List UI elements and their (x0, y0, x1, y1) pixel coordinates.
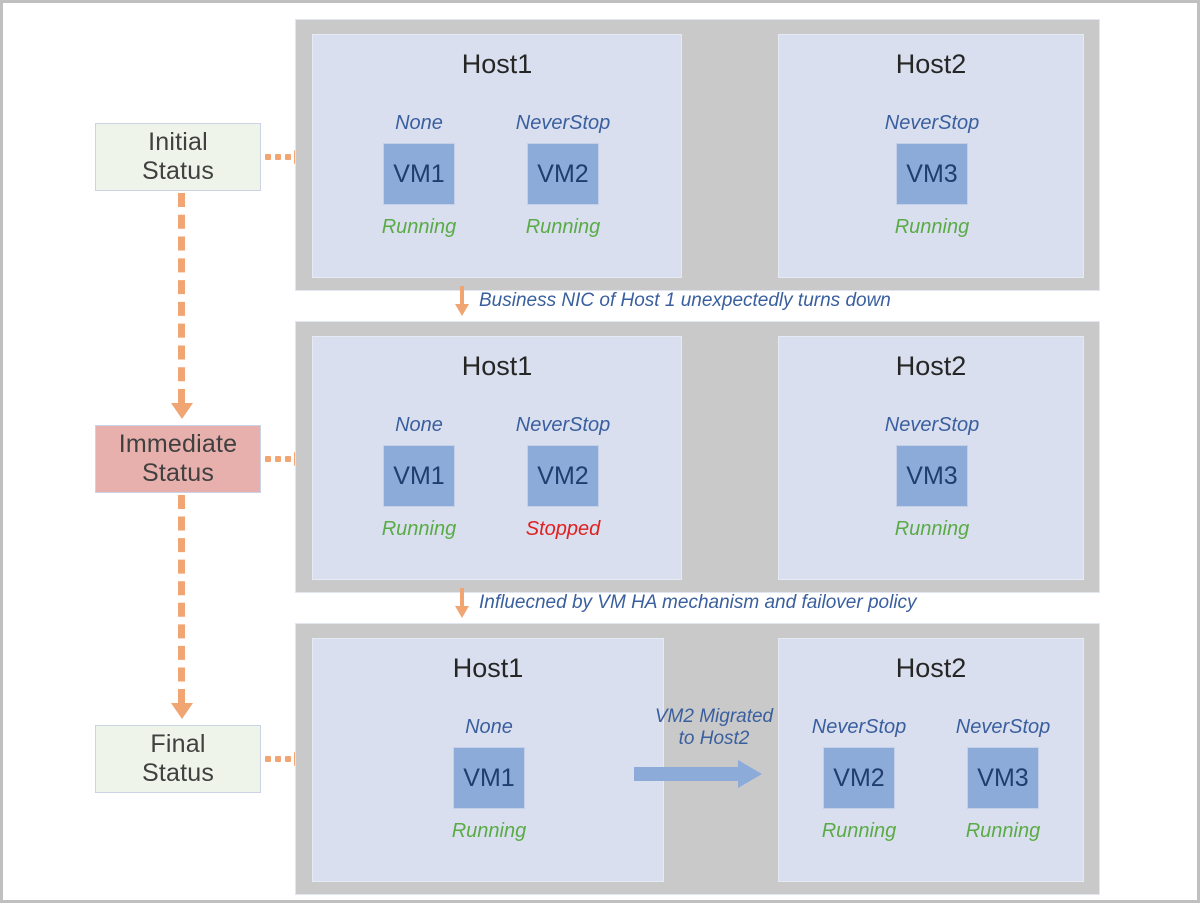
transition-caption: Business NIC of Host 1 unexpectedly turn… (479, 290, 891, 311)
vm-box-vm3[interactable]: VM3 (967, 747, 1039, 809)
vm-state: Stopped (525, 518, 601, 540)
status-immediate-line2: Status (141, 459, 215, 487)
host-panel-host2-initial[interactable]: Host2 NeverStop VM3 Running (778, 34, 1084, 278)
vm-box-vm1[interactable]: VM1 (453, 747, 525, 809)
vm-policy: None (465, 716, 513, 738)
status-label-final[interactable]: Final Status (95, 725, 261, 793)
flow-connector-immediate-to-final (178, 495, 185, 703)
flow-arrowhead-immediate (171, 403, 193, 419)
host-title: Host2 (895, 49, 967, 79)
stage-immediate: Host1 None VM1 Running NeverStop VM2 Sto… (295, 321, 1100, 593)
vm-state: Running (381, 216, 457, 238)
vm-group-vm2[interactable]: NeverStop VM2 Running (789, 717, 929, 841)
vm-state: Running (381, 518, 457, 540)
vm-state: Running (451, 820, 527, 842)
vm-group-vm1[interactable]: None VM1 Running (429, 717, 549, 841)
down-arrow-icon (455, 588, 469, 618)
host-panel-host2-final[interactable]: Host2 NeverStop VM2 Running NeverStop VM… (778, 638, 1084, 882)
vm-box-vm2[interactable]: VM2 (527, 445, 599, 507)
host-title: Host2 (895, 653, 967, 683)
vm-policy: NeverStop (515, 112, 611, 134)
vm-policy: None (395, 112, 443, 134)
vm-box-vm2[interactable]: VM2 (823, 747, 895, 809)
vm-group-vm3[interactable]: NeverStop VM3 Running (933, 717, 1073, 841)
vm-policy: NeverStop (884, 414, 980, 436)
status-final-line2: Status (141, 759, 215, 787)
vm-group-vm1[interactable]: None VM1 Running (359, 113, 479, 237)
host-panel-host1-final[interactable]: Host1 None VM1 Running (312, 638, 664, 882)
migration-label-line1: VM2 Migrated (654, 706, 774, 727)
status-label-initial[interactable]: Initial Status (95, 123, 261, 191)
vm-group-vm1[interactable]: None VM1 Running (359, 415, 479, 539)
vm-state: Running (894, 216, 970, 238)
host-title: Host2 (895, 351, 967, 381)
stage-initial: Host1 None VM1 Running NeverStop VM2 Run… (295, 19, 1100, 291)
vm-group-vm2[interactable]: NeverStop VM2 Stopped (493, 415, 633, 539)
status-final-line1: Final (150, 730, 206, 759)
migration-arrow-icon (634, 759, 794, 788)
vm-policy: None (395, 414, 443, 436)
transition-caption: Influecned by VM HA mechanism and failov… (479, 592, 917, 613)
migration-label-line2: to Host2 (678, 727, 750, 749)
vm-policy: NeverStop (515, 414, 611, 436)
status-initial-line2: Status (141, 157, 215, 185)
vm-group-vm2[interactable]: NeverStop VM2 Running (493, 113, 633, 237)
vm-state: Running (821, 820, 897, 842)
host-title: Host1 (461, 351, 533, 381)
migration-indicator: VM2 Migrated to Host2 (634, 706, 794, 788)
vm-policy: NeverStop (811, 716, 907, 738)
vm-group-vm3[interactable]: NeverStop VM3 Running (862, 113, 1002, 237)
vm-state: Running (525, 216, 601, 238)
vm-box-vm3[interactable]: VM3 (896, 445, 968, 507)
vm-box-vm3[interactable]: VM3 (896, 143, 968, 205)
status-immediate-line1: Immediate (118, 430, 238, 459)
vm-policy: NeverStop (884, 112, 980, 134)
transition-label-1: Business NIC of Host 1 unexpectedly turn… (455, 286, 891, 316)
host-panel-host1-immediate[interactable]: Host1 None VM1 Running NeverStop VM2 Sto… (312, 336, 682, 580)
vm-state: Running (894, 518, 970, 540)
vm-policy: NeverStop (955, 716, 1051, 738)
status-initial-line1: Initial (148, 128, 208, 157)
host-title: Host1 (461, 49, 533, 79)
vm-box-vm2[interactable]: VM2 (527, 143, 599, 205)
transition-label-2: Influecned by VM HA mechanism and failov… (455, 588, 917, 618)
down-arrow-icon (455, 286, 469, 316)
flow-connector-initial-to-immediate (178, 193, 185, 403)
stage-final: Host1 None VM1 Running VM2 Migrated to H… (295, 623, 1100, 895)
host-panel-host2-immediate[interactable]: Host2 NeverStop VM3 Running (778, 336, 1084, 580)
vm-group-vm3[interactable]: NeverStop VM3 Running (862, 415, 1002, 539)
status-label-immediate[interactable]: Immediate Status (95, 425, 261, 493)
host-panel-host1-initial[interactable]: Host1 None VM1 Running NeverStop VM2 Run… (312, 34, 682, 278)
vm-state: Running (965, 820, 1041, 842)
vm-box-vm1[interactable]: VM1 (383, 143, 455, 205)
host-title: Host1 (452, 653, 524, 683)
flow-arrowhead-final (171, 703, 193, 719)
vm-box-vm1[interactable]: VM1 (383, 445, 455, 507)
